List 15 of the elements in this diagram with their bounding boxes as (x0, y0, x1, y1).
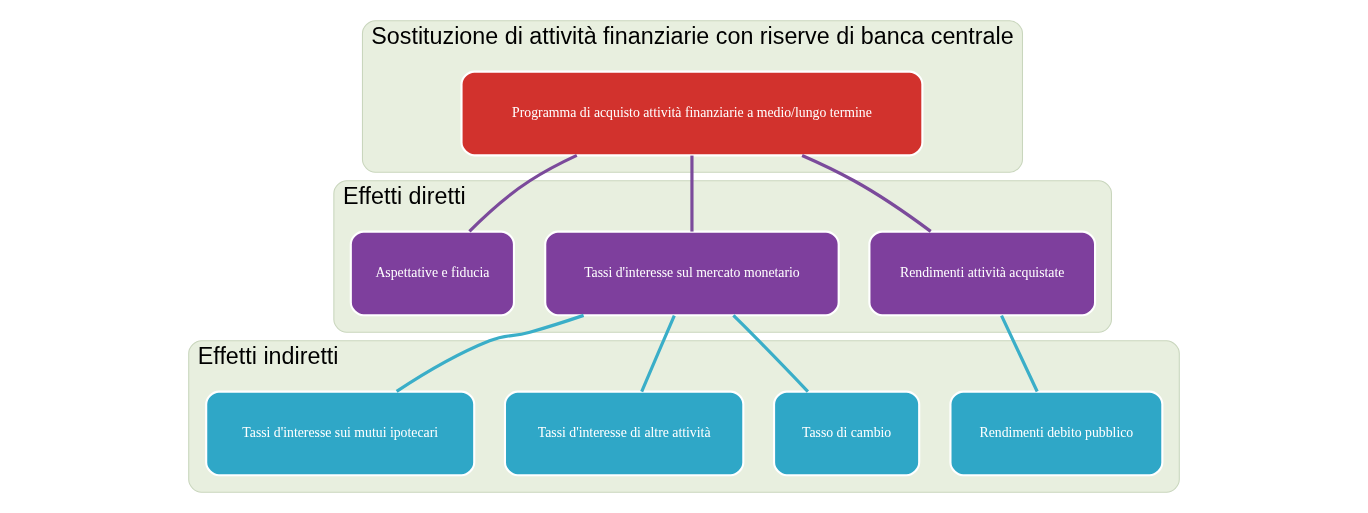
connector (732, 314, 810, 393)
node-box: Tasso di cambio (773, 390, 921, 477)
connector (1000, 314, 1039, 393)
node-box: Rendimenti attività acquistate (868, 230, 1097, 317)
connector (468, 153, 578, 233)
connector (640, 314, 676, 393)
node-box: Aspettative e fiducia (349, 230, 515, 317)
node-box: Tassi d'interesse sui mutui ipotecari (205, 390, 476, 477)
node-box: Tassi d'interesse sul mercato monetario (544, 230, 840, 317)
connector (395, 313, 585, 393)
connector (690, 155, 694, 232)
node-box: Tassi d'interesse di altre attività (503, 390, 745, 477)
node-box: Programma di acquisto attività finanziarie a medio/lungo termine (460, 70, 924, 157)
node-box: Rendimenti debito pubblico (949, 390, 1164, 477)
connector (801, 154, 932, 233)
